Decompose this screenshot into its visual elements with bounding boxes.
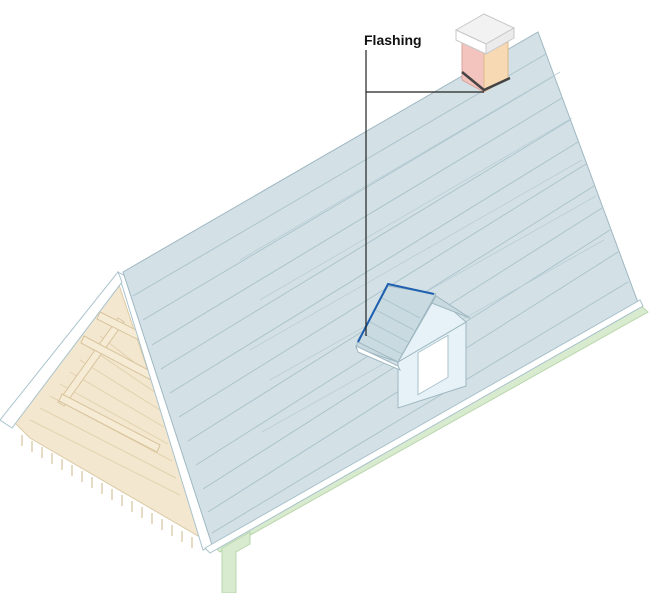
- gutter-system: [204, 299, 649, 593]
- chimney: [454, 13, 516, 93]
- shingle-courses: [132, 53, 629, 534]
- dormer-window: [417, 334, 449, 396]
- downspout: [221, 531, 251, 593]
- shingle-offsets: [239, 71, 605, 433]
- gable-left-trim: [0, 271, 123, 429]
- callout-label-flashing: Flashing: [364, 32, 422, 48]
- dormer-eave-trim: [355, 345, 402, 371]
- gable-end: [0, 270, 214, 551]
- dormer-flashing: [357, 282, 435, 343]
- chimney-flashing: [461, 71, 511, 92]
- rafter-tails: [21, 435, 193, 548]
- roof-plane: [122, 31, 641, 546]
- flashing-callout: Flashing: [364, 32, 484, 336]
- chimney-cap-front-right: [485, 27, 515, 55]
- fascia-trim: [204, 299, 644, 554]
- roof-shingle-surface: [122, 31, 641, 546]
- dormer: [355, 282, 471, 409]
